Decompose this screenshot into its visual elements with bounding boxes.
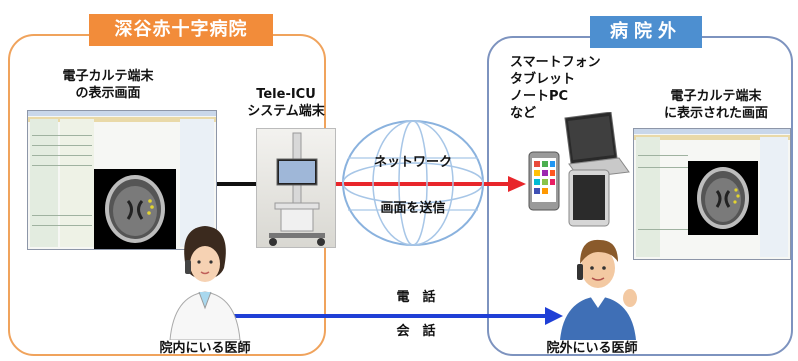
hospital-emr-label: 電子カルテ端末 の表示画面 xyxy=(38,68,178,102)
smartphone-icon xyxy=(528,151,560,211)
network-label: ネットワーク xyxy=(373,155,452,170)
emr-titlebar xyxy=(28,111,216,116)
call-arrow-right-head xyxy=(545,307,563,325)
network-sublabel: 画面を送信 xyxy=(380,201,446,216)
outside-ct-scan-image xyxy=(688,161,758,235)
outside-emr-label-line1: 電子カルテ端末 xyxy=(670,89,762,104)
hospital-emr-label-line1: 電子カルテ端末 xyxy=(62,69,154,84)
teleicu-label: Tele-ICU システム端末 xyxy=(226,86,346,120)
devices-line3: ノートPC xyxy=(510,89,569,104)
outside-doctor-label: 院外にいる医師 xyxy=(546,341,638,356)
devices-line4: など xyxy=(510,106,537,121)
outside-title: 病院外 xyxy=(590,16,702,48)
teleicu-label-line2: システム端末 xyxy=(247,104,325,119)
devices-illustration xyxy=(528,112,630,227)
globe-icon xyxy=(342,120,484,246)
laptop-icon xyxy=(564,112,630,179)
outside-emr-screen xyxy=(633,128,791,260)
outside-doctor-illustration xyxy=(560,239,637,340)
emr-right-panel xyxy=(180,119,214,247)
inside-doctor-illustration xyxy=(169,226,241,340)
hospital-emr-label-line2: の表示画面 xyxy=(75,86,141,101)
outside-emr-label: 電子カルテ端末 に表示された画面 xyxy=(646,88,786,122)
teleicu-terminal-photo xyxy=(256,128,336,248)
tablet-icon xyxy=(568,169,610,227)
phone-icon xyxy=(185,260,191,274)
hand-gesture xyxy=(623,289,637,307)
ct-scan-image xyxy=(94,169,176,249)
call-label-top: 電 話 xyxy=(396,290,436,305)
teleicu-label-line1: Tele-ICU xyxy=(256,87,316,102)
hospital-emr-screen xyxy=(27,110,217,250)
phone-icon xyxy=(577,264,583,280)
outside-emr-label-line2: に表示された画面 xyxy=(663,106,768,121)
devices-line2: タブレット xyxy=(510,72,576,87)
network-arrow-head xyxy=(508,176,526,192)
emr-toolbar xyxy=(28,117,216,122)
hospital-title: 深谷赤十字病院 xyxy=(89,14,273,46)
inside-doctor-label: 院内にいる医師 xyxy=(159,341,251,356)
devices-label: スマートフォン タブレット ノートPC など xyxy=(510,54,640,122)
call-label-bottom: 会 話 xyxy=(396,324,436,339)
devices-line1: スマートフォン xyxy=(510,55,601,70)
